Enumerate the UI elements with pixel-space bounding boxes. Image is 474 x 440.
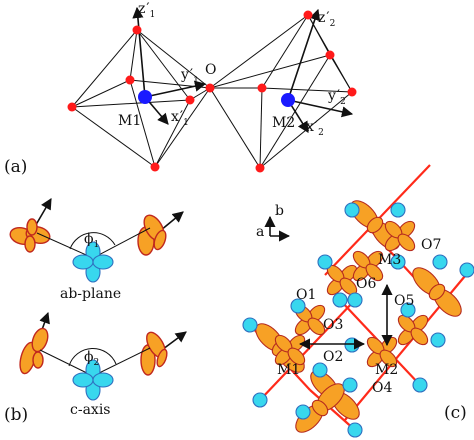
- oxygen-site: [347, 422, 363, 438]
- oxygen-atoms-a: [67, 10, 357, 173]
- oxygen-site: [317, 254, 333, 270]
- axis-indicator: a b: [256, 203, 291, 242]
- metal-atom-m1: [138, 90, 152, 104]
- axis-label-b: b: [275, 203, 284, 219]
- c-axis-group: ϕ2 c-axis: [19, 311, 187, 418]
- label-o3: O3: [323, 317, 343, 333]
- left-orbital-ab: [9, 218, 51, 253]
- local-axes-1: [132, 6, 207, 125]
- label-o4: O4: [372, 380, 392, 396]
- label-o7: O7: [421, 237, 441, 253]
- label-x2: x′2: [306, 119, 324, 138]
- label-m2: M2: [375, 362, 398, 378]
- oxygen-site: [390, 254, 406, 270]
- label-o6: O6: [356, 276, 376, 292]
- double-arrows: [298, 283, 393, 350]
- label-m2: M2: [272, 115, 295, 131]
- oxygen-site: [347, 292, 363, 308]
- label-m1: M1: [118, 113, 141, 129]
- ab-plane-group: ϕ1 ab-plane: [9, 198, 184, 302]
- panel-label-c: (c): [444, 403, 467, 423]
- oxygen-site: [295, 404, 311, 420]
- oxygen-atom: [303, 10, 313, 20]
- oxygen-site: [312, 362, 328, 378]
- label-x1: x′1: [171, 109, 189, 128]
- panel-label-a: (a): [4, 157, 27, 177]
- label-o: O: [205, 62, 216, 78]
- label-o2: O2: [323, 349, 343, 365]
- oxygen-site: [242, 317, 258, 333]
- label-o1: O1: [296, 287, 316, 303]
- oxygen-site: [432, 254, 448, 270]
- oxygen-atom: [150, 162, 160, 172]
- axis-label-a: a: [256, 224, 264, 240]
- right-orbital-ab: [137, 214, 167, 256]
- left-orbital-c: [19, 327, 49, 375]
- oxygen-atom: [255, 163, 265, 173]
- label-c-axis: c-axis: [70, 402, 110, 418]
- oxygen-atom: [347, 87, 357, 97]
- label-ab-plane: ab-plane: [60, 286, 121, 302]
- oxygen-site: [400, 302, 416, 318]
- label-m3: M3: [378, 252, 401, 268]
- panel-c: a b: [242, 164, 474, 438]
- oxygen-atom: [132, 25, 142, 35]
- oxygen-atom: [325, 50, 335, 60]
- oxygen-atom: [67, 102, 77, 112]
- oxygen-site: [290, 298, 306, 314]
- label-phi2: ϕ2: [84, 349, 99, 368]
- metal-atom-m2: [281, 93, 295, 107]
- panel-b: ϕ1 ab-plane: [4, 198, 187, 425]
- octahedron-2-edges: [209, 14, 353, 169]
- center-orbital-c: [72, 359, 114, 401]
- label-m1: M1: [277, 362, 300, 378]
- oxygen-site: [390, 202, 406, 218]
- label-y1: y′1: [180, 67, 199, 86]
- oxygen-site: [412, 377, 428, 393]
- panel-a: z′1 y′1 x′1 M1 O z′2 y′2 x′2 M2 (a): [4, 1, 357, 177]
- center-orbital-ab: [72, 241, 114, 283]
- label-z2: z′2: [318, 10, 335, 29]
- oxygen-atom: [125, 75, 135, 85]
- oxygen-site: [332, 292, 348, 308]
- panel-label-b: (b): [4, 405, 28, 425]
- oxygen-site: [430, 332, 446, 348]
- oxygen-site: [344, 202, 360, 218]
- oxygen-atoms-c: [242, 202, 474, 438]
- oxygen-atom: [185, 95, 195, 105]
- oxygen-site: [252, 392, 268, 408]
- label-phi1: ϕ1: [84, 231, 99, 250]
- right-orbital-c: [140, 331, 168, 376]
- label-z1: z′1: [138, 1, 155, 20]
- orbital-lobes: [250, 195, 467, 438]
- oxygen-site: [459, 262, 474, 278]
- label-y2: y′2: [327, 88, 346, 107]
- shared-oxygen-atom: [205, 83, 215, 93]
- label-o5: O5: [394, 293, 414, 309]
- oxygen-atom: [257, 83, 267, 93]
- oxygen-site: [342, 377, 358, 393]
- oxygen-site: [344, 337, 360, 353]
